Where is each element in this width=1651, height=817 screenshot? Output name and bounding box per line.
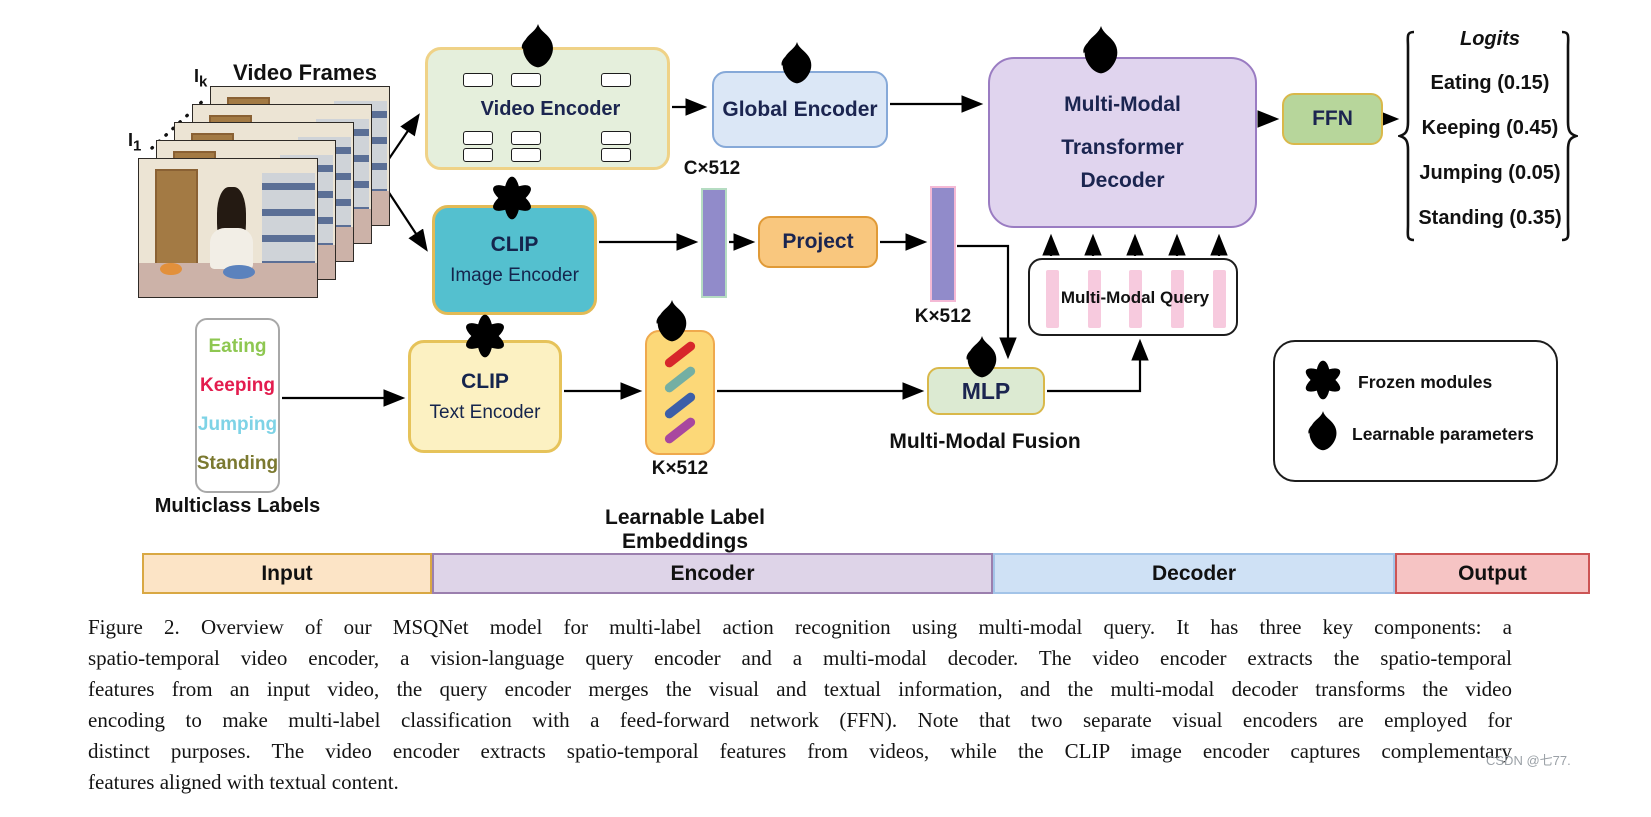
clip-image-encoder-line2: Image Encoder — [450, 265, 579, 286]
class-label-keeping: Keeping — [200, 375, 275, 397]
token-shape — [463, 131, 493, 145]
flame-icon — [1080, 26, 1122, 74]
ffn-label: FFN — [1312, 107, 1353, 130]
token-shape — [463, 73, 493, 87]
flame-icon — [519, 24, 557, 68]
multimodal-query-box: Multi-Modal Query — [1028, 258, 1238, 336]
query-token-bar — [1129, 270, 1142, 328]
token-shape — [511, 73, 541, 87]
clip-feature-bar — [701, 188, 727, 298]
logit-standing: Standing (0.35) — [1418, 207, 1562, 229]
caption-line: features from an input video, the query … — [88, 677, 1512, 701]
stage-decoder-label: Decoder — [1151, 561, 1237, 585]
frame-label-1: I1 — [128, 130, 142, 155]
token-shape — [463, 148, 493, 162]
blue-bowl-shape — [222, 265, 255, 280]
embedding-dash — [663, 390, 697, 420]
clip-text-encoder-line1: CLIP — [461, 369, 509, 393]
caption-line: encoding to make multi-label classificat… — [88, 708, 1512, 732]
stage-input: Input — [142, 553, 432, 594]
video-frames-title: Video Frames — [233, 60, 377, 85]
snowflake-icon — [1303, 360, 1343, 400]
query-token-bar — [1171, 270, 1184, 328]
caption-line: features aligned with textual content. — [88, 770, 399, 794]
frame-label-k: Ik — [194, 66, 208, 91]
query-token-bar — [1046, 270, 1059, 328]
multiclass-labels-box: Eating Keeping Jumping Standing — [195, 318, 280, 493]
ffn-box: FFN — [1282, 93, 1383, 145]
snowflake-icon — [490, 176, 534, 220]
right-brace — [1561, 30, 1578, 242]
query-token-bar — [1088, 270, 1101, 328]
snowflake-icon — [463, 314, 507, 358]
flame-icon — [964, 336, 1000, 378]
watermark: CSDN @七77. — [1486, 753, 1571, 768]
clip-text-encoder-box: CLIP Text Encoder — [408, 340, 562, 453]
project-box: Project — [758, 216, 878, 268]
embedding-dash — [663, 365, 697, 395]
token-shape — [601, 73, 631, 87]
caption-line: spatio-temporal video encoder, a vision-… — [88, 646, 1512, 670]
clip-image-encoder-box: CLIP Image Encoder — [432, 205, 597, 315]
clip-image-encoder-line1: CLIP — [490, 233, 539, 256]
video-frame-front — [138, 158, 318, 298]
label-embeddings-box — [645, 330, 715, 455]
token-shape — [511, 148, 541, 162]
decoder-line3: Decoder — [1080, 169, 1165, 192]
door-shape — [155, 168, 198, 270]
caption-line: Figure 2. Overview of our MSQNet model f… — [88, 615, 1512, 639]
figure-caption: Figure 2. Overview of our MSQNet model f… — [88, 612, 1512, 798]
legend-learnable-label: Learnable parameters — [1352, 424, 1534, 444]
logit-jumping: Jumping (0.05) — [1419, 162, 1561, 184]
fusion-caption: Multi-Modal Fusion — [889, 430, 1081, 453]
stage-output: Output — [1395, 553, 1590, 594]
class-label-eating: Eating — [208, 336, 267, 358]
multimodal-query-label: Multi-Modal Query — [1060, 288, 1210, 307]
logit-keeping: Keeping (0.45) — [1421, 117, 1559, 139]
shelf-shape — [261, 172, 316, 264]
token-shape — [511, 131, 541, 145]
clip-text-encoder-line2: Text Encoder — [429, 401, 541, 423]
flame-icon — [1306, 408, 1340, 454]
embedding-dash — [663, 415, 697, 446]
project-label: Project — [782, 230, 854, 253]
multiclass-labels-caption: Multiclass Labels — [154, 495, 321, 517]
c512-label: C×512 — [683, 158, 741, 179]
k512-emb-label: K×512 — [651, 458, 709, 479]
stage-output-label: Output — [1458, 561, 1527, 585]
flame-icon — [779, 42, 815, 84]
k512-proj-label: K×512 — [914, 306, 972, 327]
left-brace — [1398, 30, 1415, 242]
caption-line: distinct purposes. The video encoder ext… — [88, 739, 1512, 763]
decoder-box: Multi-Modal Transformer Decoder — [988, 57, 1257, 228]
global-encoder-label: Global Encoder — [722, 97, 878, 121]
projected-feature-bar — [930, 186, 956, 302]
class-label-standing: Standing — [196, 452, 279, 474]
decoder-line2: Transformer — [1061, 136, 1184, 159]
orange-bowl-shape — [160, 262, 182, 275]
video-encoder-label: Video Encoder — [480, 98, 621, 120]
person-body-shape — [210, 228, 253, 270]
class-label-jumping: Jumping — [197, 413, 278, 435]
legend-frozen-label: Frozen modules — [1358, 372, 1493, 392]
flame-icon — [653, 300, 691, 342]
token-shape — [601, 131, 631, 145]
stage-decoder: Decoder — [993, 553, 1395, 594]
global-encoder-box: Global Encoder — [712, 71, 888, 148]
stage-input-label: Input — [261, 561, 313, 585]
stage-encoder-label: Encoder — [670, 561, 755, 585]
label-embeddings-caption: Learnable Label Embeddings — [605, 506, 765, 553]
logit-eating: Eating (0.15) — [1430, 72, 1550, 94]
token-shape — [601, 148, 631, 162]
mlp-label: MLP — [961, 377, 1011, 404]
decoder-line1: Multi-Modal — [1064, 93, 1181, 116]
embedding-dash — [663, 339, 697, 370]
logits-title: Logits — [1460, 28, 1520, 50]
stage-encoder: Encoder — [432, 553, 993, 594]
query-token-bar — [1213, 270, 1226, 328]
